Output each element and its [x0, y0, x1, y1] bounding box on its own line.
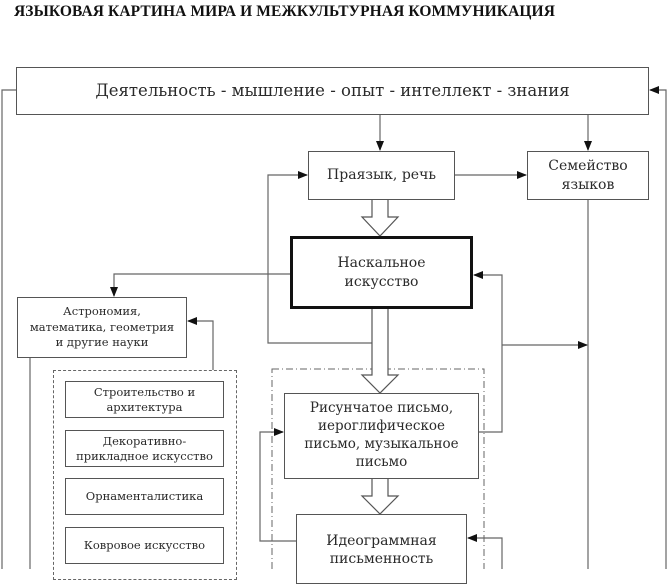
block-arrow-pictographic-to-ideographic [360, 478, 400, 515]
protolanguage-label: Праязык, речь [327, 167, 436, 184]
rock-art-line-1: Наскальное [337, 255, 426, 272]
language-family-box: Семейство языков [527, 151, 649, 200]
sciences-box: Астрономия, математика, геометрия и друг… [17, 297, 187, 358]
page-title: ЯЗЫКОВАЯ КАРТИНА МИРА И МЕЖКУЛЬТУРНАЯ КО… [14, 3, 555, 20]
arrow-pictographic-to-rockart [473, 271, 503, 433]
writing-group-frame [271, 368, 485, 569]
rock-art-line-2: искусство [344, 273, 419, 290]
pictographic-line-3: письмо, музыкальное [304, 436, 459, 452]
block-arrow-protolanguage-to-rockart [360, 199, 400, 237]
sciences-line-3: и другие науки [55, 335, 149, 350]
ideographic-box: Идеограммная письменность [296, 514, 467, 584]
ornament-box: Орнаменталистика [65, 478, 224, 515]
connector-lines [1, 86, 667, 569]
ideographic-line-1: Идеограммная [326, 533, 437, 549]
pictographic-box: Рисунчатое письмо, иероглифическое письм… [284, 393, 479, 479]
language-family-line-2: языков [561, 176, 615, 193]
pictographic-line-1: Рисунчатое письмо, [309, 400, 454, 417]
connector-right-outer [649, 86, 667, 569]
block-arrow-rockart-to-pictographic [360, 308, 400, 394]
decorative-line-1: Декоративно- [102, 434, 187, 449]
arrow-into-ideographic [467, 534, 503, 569]
decorative-box: Декоративно- прикладное искусство [65, 430, 224, 467]
carpet-box: Ковровое искусство [65, 527, 224, 564]
connector-left-outer [1, 89, 16, 569]
activity-label: Деятельность - мышление - опыт - интелле… [95, 81, 570, 101]
carpet-label: Ковровое искусство [83, 538, 206, 553]
arrow-arts-to-sciences [187, 317, 214, 370]
construction-line-1: Строительство и [93, 385, 196, 400]
construction-box: Строительство и архитектура [65, 381, 224, 418]
construction-line-2: архитектура [106, 399, 183, 414]
sciences-line-2: математика, геометрия [29, 319, 175, 334]
protolanguage-box: Праязык, речь [308, 151, 455, 200]
pictographic-line-4: письмо [355, 453, 408, 470]
sciences-line-1: Астрономия, [63, 304, 141, 319]
activity-box: Деятельность - мышление - опыт - интелле… [16, 67, 649, 115]
rock-art-box: Наскальное искусство [290, 236, 473, 309]
arrow-loop-to-protolanguage [267, 171, 372, 344]
decorative-line-2: прикладное искусство [76, 448, 213, 463]
arrow-rockart-to-sciences [110, 273, 290, 297]
ideographic-line-2: письменность [329, 551, 434, 568]
language-family-line-1: Семейство [548, 158, 628, 175]
pictographic-line-2: иероглифическое [318, 418, 445, 435]
ornament-label: Орнаменталистика [85, 489, 204, 504]
